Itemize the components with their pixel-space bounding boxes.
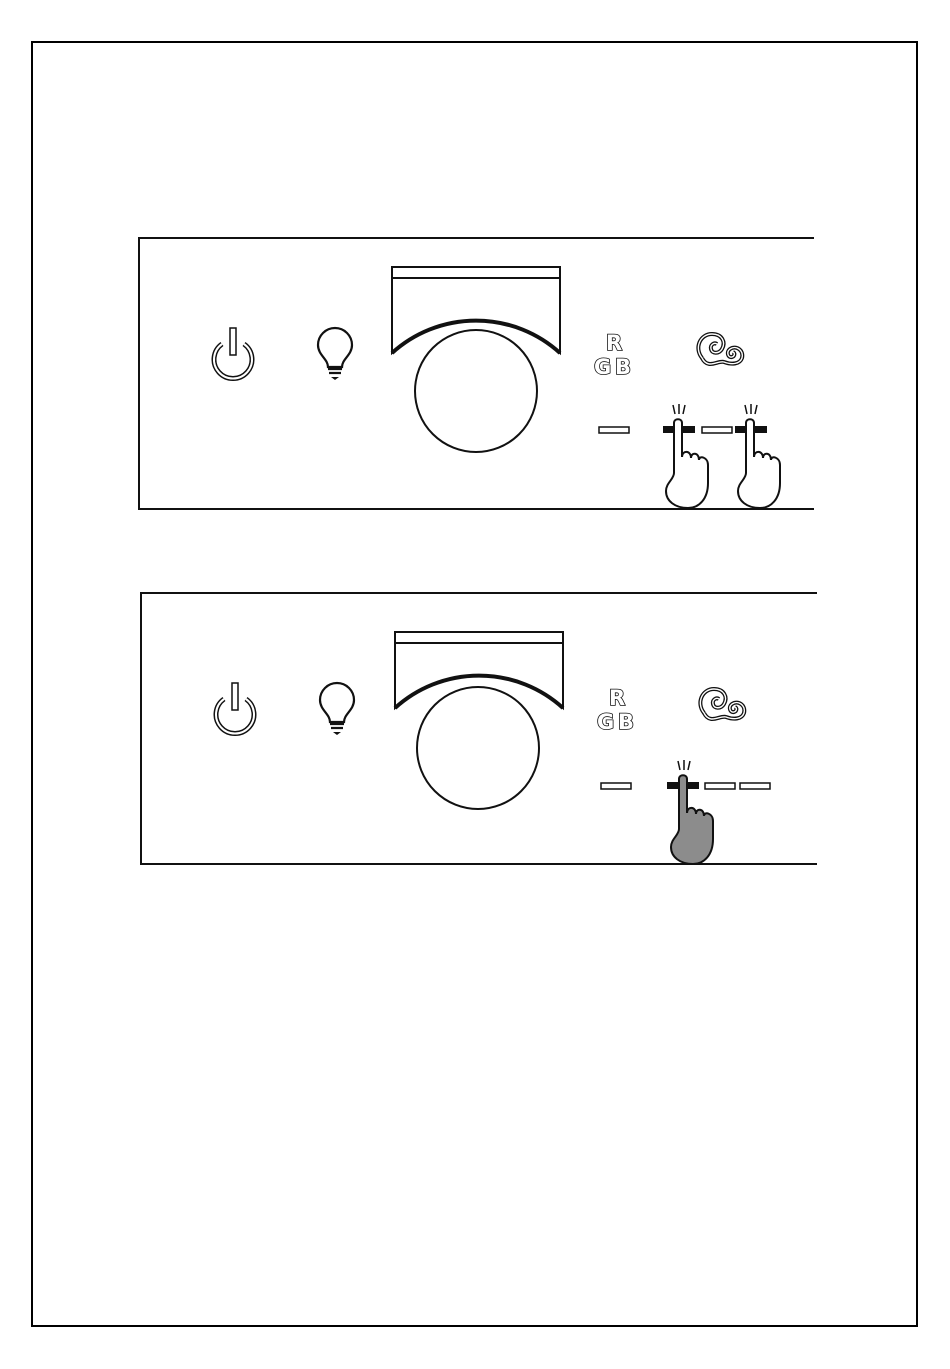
rgb-letter-r: R [606, 333, 622, 354]
pointing-hand-icon [738, 404, 780, 508]
rgb-letter-b: B [618, 712, 634, 733]
fan-speed-swirl-icon[interactable] [700, 689, 744, 719]
indicator-bar-4[interactable] [740, 783, 770, 789]
control-panel-1: R G B [138, 237, 814, 510]
indicator-bar-3[interactable] [705, 783, 735, 789]
fan-knob[interactable] [395, 632, 563, 809]
light-bulb-icon[interactable] [318, 328, 352, 380]
indicator-bar-1[interactable] [601, 783, 631, 789]
indicator-bar-3[interactable] [702, 427, 732, 433]
power-icon[interactable] [214, 328, 252, 378]
pointing-hand-icon [671, 760, 713, 864]
rgb-letter-g: G [597, 712, 614, 733]
fan-speed-swirl-icon[interactable] [698, 334, 742, 364]
light-bulb-icon[interactable] [320, 683, 354, 735]
indicator-bar-1[interactable] [599, 427, 629, 433]
pointing-hand-icon [666, 404, 708, 508]
power-icon[interactable] [216, 683, 254, 733]
rgb-letter-g: G [594, 357, 611, 378]
control-panel-2: R G B [140, 592, 817, 865]
rgb-letter-b: B [615, 357, 631, 378]
rgb-letter-r: R [609, 688, 625, 709]
fan-knob[interactable] [392, 267, 560, 452]
